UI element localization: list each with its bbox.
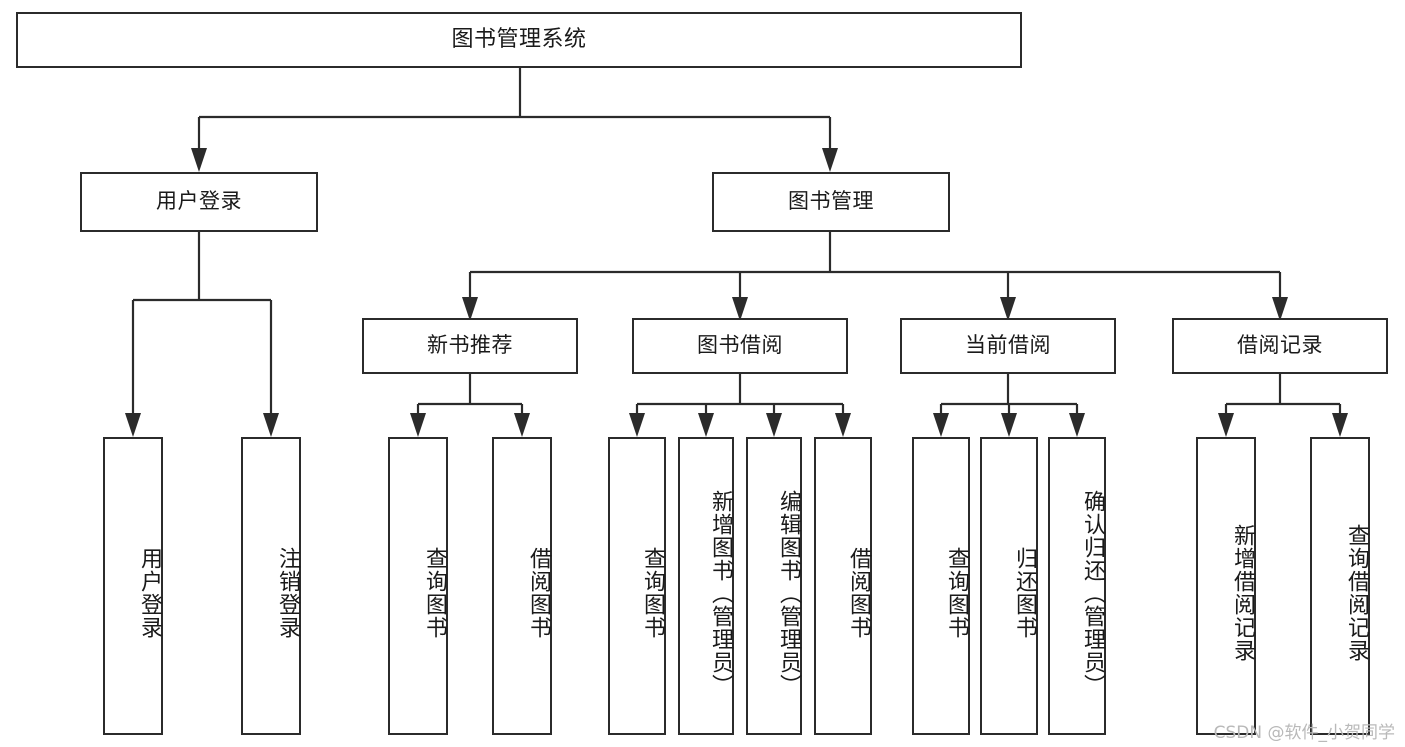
leaf-borrow-borrow-book[interactable]: 借阅图书 <box>814 437 872 735</box>
node-book-management-label: 图书管理 <box>788 189 874 214</box>
node-book-management[interactable]: 图书管理 <box>712 172 950 232</box>
leaf-label: 注销登录 <box>275 547 300 639</box>
leaf-label: 归还图书 <box>1012 547 1037 639</box>
arrowhead-borrow-c4 <box>835 413 851 437</box>
arrowhead-borrow-c3 <box>766 413 782 437</box>
leaf-label: 新增图书（管理员） <box>708 489 733 697</box>
node-borrow-record-label: 借阅记录 <box>1237 333 1323 358</box>
node-current-borrow-label: 当前借阅 <box>965 333 1051 358</box>
arrowhead-record-c1 <box>1218 413 1234 437</box>
leaf-label: 查询图书 <box>640 547 665 639</box>
node-root-system[interactable]: 图书管理系统 <box>16 12 1022 68</box>
leaf-label: 借阅图书 <box>526 547 551 639</box>
arrowhead-current-c2 <box>1001 413 1017 437</box>
leaf-current-return-book[interactable]: 归还图书 <box>980 437 1038 735</box>
leaf-current-query-book[interactable]: 查询图书 <box>912 437 970 735</box>
leaf-user-login-login[interactable]: 用户登录 <box>103 437 163 735</box>
leaf-new-book-borrow[interactable]: 借阅图书 <box>492 437 552 735</box>
arrowhead-user-login <box>191 148 207 172</box>
arrowhead-userlogin-c1 <box>125 413 141 437</box>
leaf-label: 查询借阅记录 <box>1344 524 1369 662</box>
node-book-borrow[interactable]: 图书借阅 <box>632 318 848 374</box>
leaf-label: 确认归还（管理员） <box>1080 489 1105 697</box>
leaf-user-login-logout[interactable]: 注销登录 <box>241 437 301 735</box>
leaf-record-add-borrow-record[interactable]: 新增借阅记录 <box>1196 437 1256 735</box>
node-user-login-label: 用户登录 <box>156 189 242 214</box>
csdn-watermark: CSDN @软件_小贺同学 <box>1213 723 1395 743</box>
arrowhead-borrow-c1 <box>629 413 645 437</box>
arrowhead-current-c3 <box>1069 413 1085 437</box>
arrowhead-newbook-c2 <box>514 413 530 437</box>
leaf-borrow-query-book[interactable]: 查询图书 <box>608 437 666 735</box>
arrowhead-userlogin-c2 <box>263 413 279 437</box>
leaf-borrow-edit-book-admin[interactable]: 编辑图书（管理员） <box>746 437 802 735</box>
node-book-borrow-label: 图书借阅 <box>697 333 783 358</box>
arrowhead-record-c2 <box>1332 413 1348 437</box>
leaf-current-confirm-return-admin[interactable]: 确认归还（管理员） <box>1048 437 1106 735</box>
arrowhead-book-mgmt <box>822 148 838 172</box>
node-root-label: 图书管理系统 <box>451 26 587 52</box>
leaf-label: 编辑图书（管理员） <box>776 489 801 697</box>
leaf-label: 查询图书 <box>944 547 969 639</box>
leaf-label: 新增借阅记录 <box>1230 524 1255 662</box>
leaf-borrow-add-book-admin[interactable]: 新增图书（管理员） <box>678 437 734 735</box>
node-new-book-recommend-label: 新书推荐 <box>427 333 513 358</box>
node-new-book-recommend[interactable]: 新书推荐 <box>362 318 578 374</box>
node-user-login[interactable]: 用户登录 <box>80 172 318 232</box>
leaf-record-query-borrow-record[interactable]: 查询借阅记录 <box>1310 437 1370 735</box>
arrowhead-newbook-c1 <box>410 413 426 437</box>
arrowhead-borrow-c2 <box>698 413 714 437</box>
arrowhead-current-c1 <box>933 413 949 437</box>
node-borrow-record[interactable]: 借阅记录 <box>1172 318 1388 374</box>
node-current-borrow[interactable]: 当前借阅 <box>900 318 1116 374</box>
leaf-label: 查询图书 <box>422 547 447 639</box>
leaf-label: 用户登录 <box>137 547 162 639</box>
leaf-label: 借阅图书 <box>846 547 871 639</box>
leaf-new-book-query[interactable]: 查询图书 <box>388 437 448 735</box>
